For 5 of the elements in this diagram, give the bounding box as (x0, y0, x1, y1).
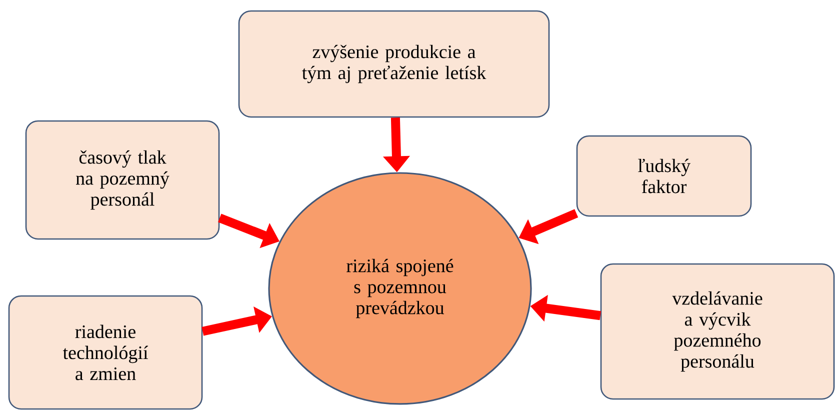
topic-box: ľudský faktor (576, 135, 752, 217)
topic-box: časový tlak na pozemný personál (25, 120, 220, 240)
topic-box: zvýšenie produkcie a tým aj preťaženie letísk (238, 10, 550, 118)
topic-box: vzdelávanie a výcvik pozemného personálu (600, 263, 835, 400)
topic-box: riadenie technológií a zmien (8, 295, 203, 410)
